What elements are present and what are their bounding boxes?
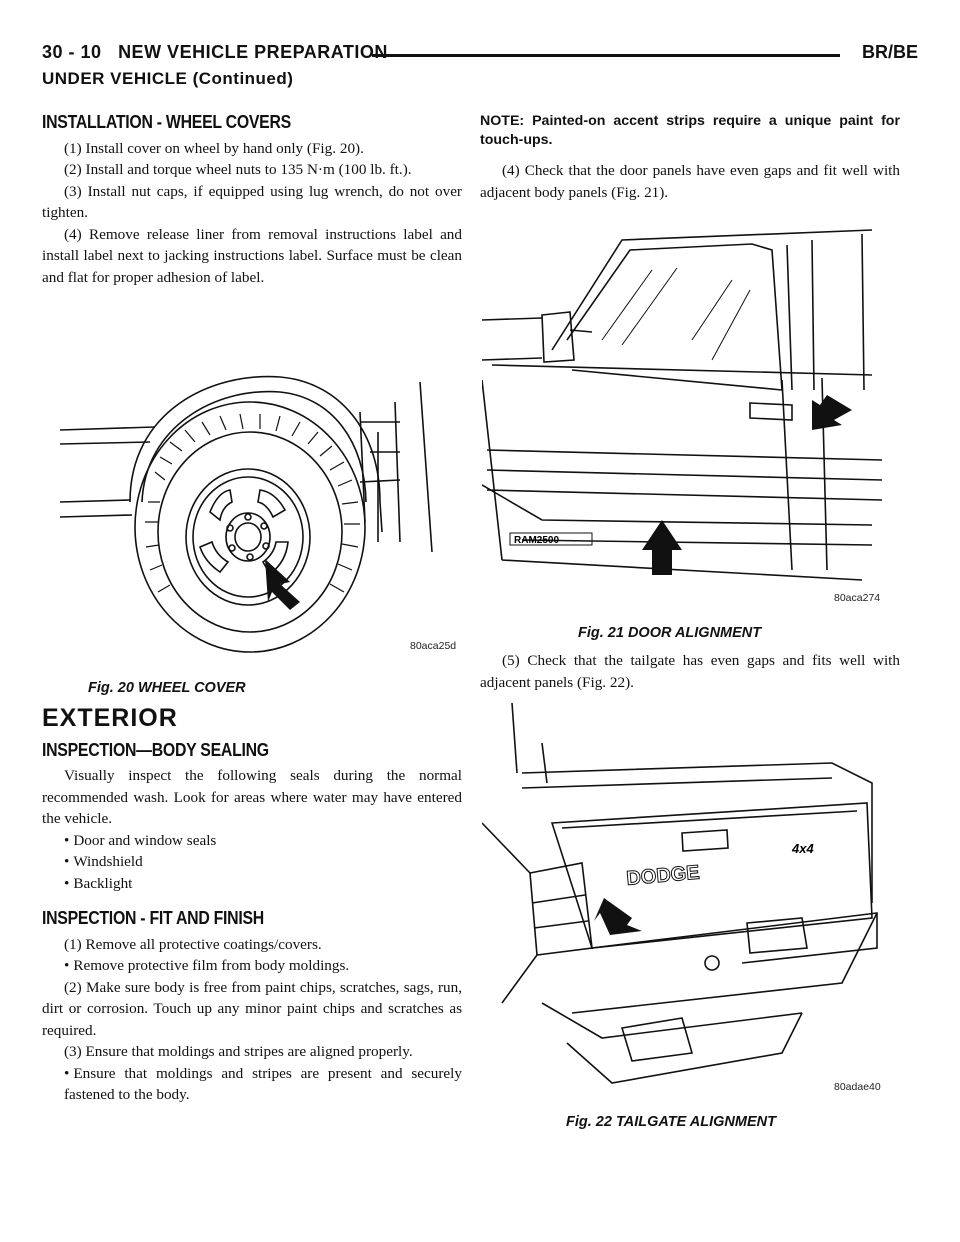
tailgate-alignment-figure: DODGE 4x4 80adae40 bbox=[482, 703, 882, 1098]
door-alignment-illustration: RAM2500 bbox=[482, 229, 882, 581]
door-step-4: (4) Check that the door panels have even… bbox=[480, 162, 900, 201]
pointer-arrow-icon bbox=[265, 559, 300, 610]
sealing-item-3: Backlight bbox=[42, 873, 462, 895]
install-step-4: (4) Remove release liner from removal in… bbox=[42, 225, 462, 286]
fit-step-2: (2) Make sure body is free from paint ch… bbox=[42, 978, 462, 1039]
note-text: NOTE: Painted-on accent strips require a… bbox=[480, 113, 900, 148]
fit-step-1: (1) Remove all protective coatings/cover… bbox=[64, 935, 322, 953]
exterior-heading: EXTERIOR bbox=[42, 704, 178, 732]
fig20-caption: Fig. 20 WHEEL COVER bbox=[88, 680, 246, 696]
sealing-intro: Visually inspect the following seals dur… bbox=[42, 767, 462, 827]
fit-step-3: (3) Ensure that moldings and stripes are… bbox=[64, 1043, 413, 1060]
left-column: INSTALLATION - WHEEL COVERS (1) Install … bbox=[42, 112, 462, 288]
sealing-heading: INSPECTION—BODY SEALING bbox=[42, 739, 269, 760]
pointer-arrow-icon bbox=[812, 395, 852, 430]
pointer-arrow-icon bbox=[642, 520, 682, 575]
model-code: BR/BE bbox=[861, 42, 918, 62]
tailgate-alignment-illustration: DODGE 4x4 bbox=[482, 703, 878, 1084]
fig21-code: 80aca274 bbox=[834, 592, 881, 604]
ram-badge: RAM2500 bbox=[514, 535, 559, 546]
sealing-item-2: Windshield bbox=[42, 851, 462, 873]
page-header: 30 - 10 NEW VEHICLE PREPARATION BR/BE UN… bbox=[42, 42, 918, 88]
four-by-four-badge: 4x4 bbox=[791, 841, 814, 856]
wheel-cover-illustration bbox=[60, 375, 433, 653]
right-column: NOTE: Painted-on accent strips require a… bbox=[480, 112, 900, 203]
fit-heading: INSPECTION - FIT AND FINISH bbox=[42, 908, 264, 928]
section-title: NEW VEHICLE PREPARATION bbox=[118, 42, 388, 62]
dodge-badge: DODGE bbox=[626, 862, 701, 890]
fig22-code: 80adae40 bbox=[834, 1081, 881, 1093]
left-column-lower: EXTERIOR INSPECTION—BODY SEALING Visuall… bbox=[42, 704, 462, 1106]
sealing-item-1: Door and window seals bbox=[42, 830, 462, 852]
page-number: 30 - 10 bbox=[42, 42, 102, 62]
pointer-arrow-icon bbox=[594, 898, 642, 935]
install-step-1: (1) Install cover on wheel by hand only … bbox=[64, 139, 364, 157]
tailgate-step-5: (5) Check that the tailgate has even gap… bbox=[480, 652, 900, 691]
install-step-3: (3) Install nut caps, if equipped using … bbox=[42, 182, 462, 222]
fig20-code: 80aca25d bbox=[410, 640, 457, 652]
continued-heading: UNDER VEHICLE (Continued) bbox=[42, 69, 294, 88]
page-header-title: 30 - 10 NEW VEHICLE PREPARATION bbox=[42, 42, 388, 63]
fit-bullet-2: Ensure that moldings and stripes are pre… bbox=[42, 1063, 462, 1106]
fig22-caption: Fig. 22 TAILGATE ALIGNMENT bbox=[566, 1114, 776, 1130]
installation-heading: INSTALLATION - WHEEL COVERS bbox=[42, 112, 291, 132]
door-alignment-figure: RAM2500 80aca274 bbox=[482, 220, 882, 610]
wheel-cover-figure: 80aca25d bbox=[60, 352, 460, 662]
fit-bullet-1: Remove protective film from body molding… bbox=[42, 955, 462, 977]
header-rule bbox=[372, 54, 840, 57]
fig21-caption: Fig. 21 DOOR ALIGNMENT bbox=[578, 625, 762, 641]
right-column-middle: (5) Check that the tailgate has even gap… bbox=[480, 650, 900, 693]
install-step-2: (2) Install and torque wheel nuts to 135… bbox=[64, 161, 412, 178]
